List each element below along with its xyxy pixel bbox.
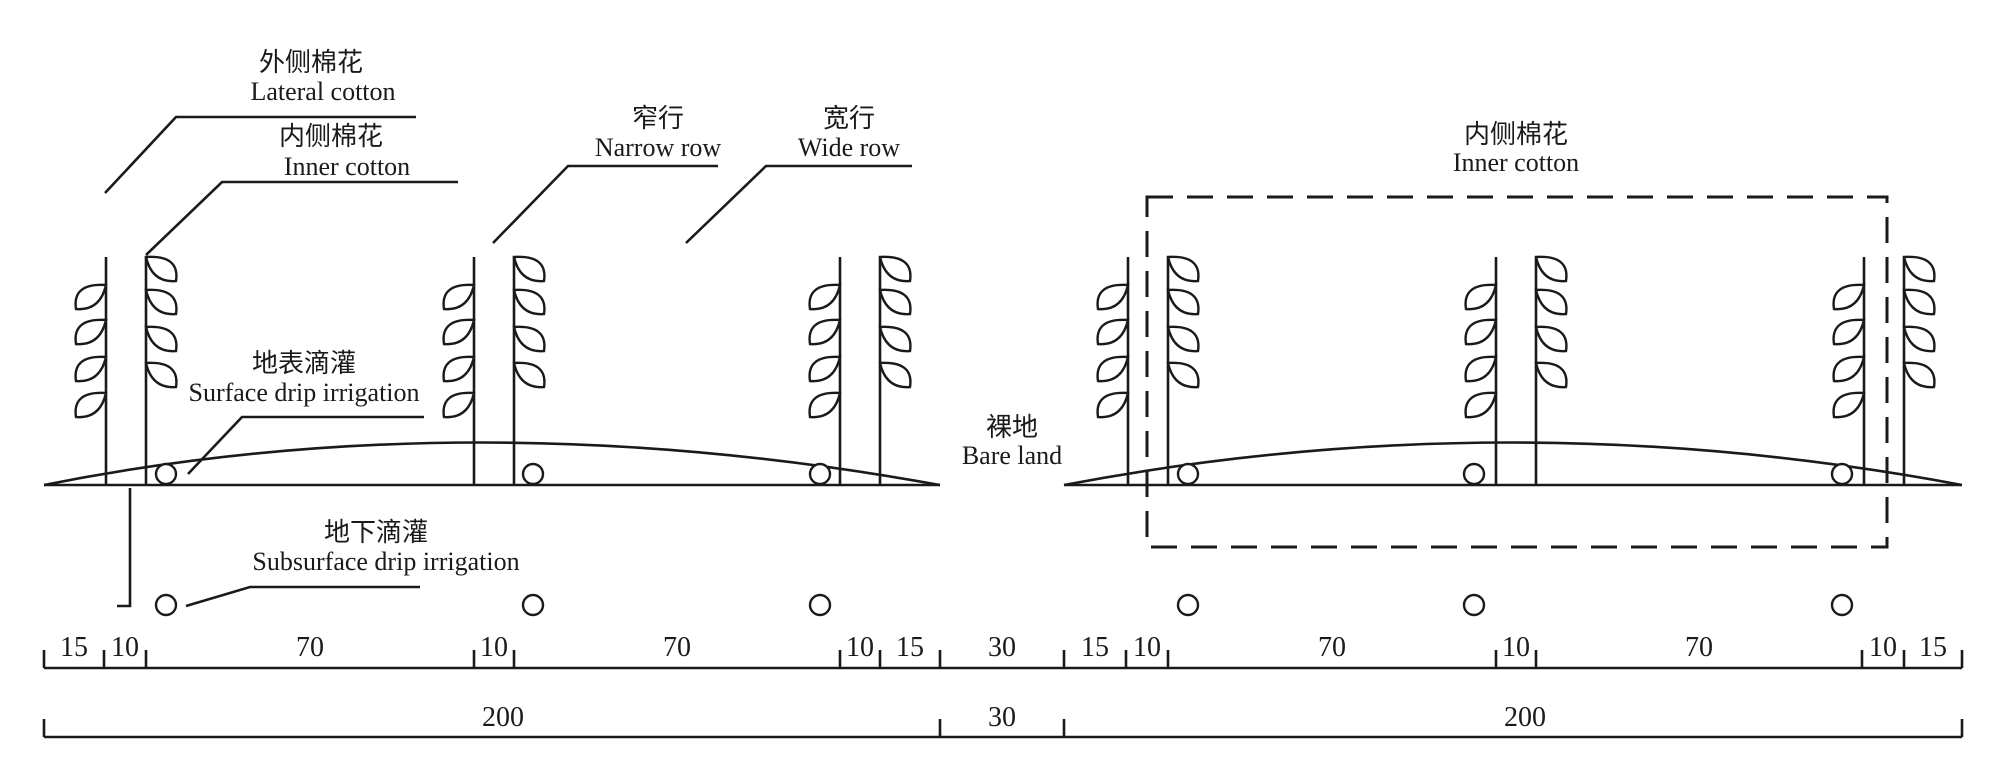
wide-row-en: Wide row bbox=[798, 133, 900, 162]
subsurface-drip-pipe bbox=[154, 593, 178, 617]
cotton-plant bbox=[76, 257, 106, 485]
dim-label: 70 bbox=[1685, 632, 1713, 663]
subsurface-drip-pipe bbox=[808, 593, 832, 617]
dimension-row-2: 200 30 200 bbox=[42, 702, 1964, 739]
dimension-row-1: 15 10 70 10 70 10 15 30 15 10 70 10 70 1… bbox=[42, 632, 1964, 670]
cotton-plant bbox=[444, 257, 474, 485]
inner-cotton-dashed-box bbox=[1145, 195, 1889, 549]
dim-label: 30 bbox=[988, 632, 1016, 663]
surface-drip-pipe bbox=[521, 462, 545, 486]
surface-drip-pipe bbox=[1830, 462, 1854, 486]
lateral-cotton-leader bbox=[104, 115, 416, 194]
narrow-row-cn: 窄行 bbox=[632, 104, 684, 133]
cotton-plant bbox=[810, 257, 840, 485]
cotton-plant bbox=[146, 257, 176, 485]
dim-label: 70 bbox=[1318, 632, 1346, 663]
wide-row-cn: 宽行 bbox=[823, 104, 875, 133]
dim-label: 70 bbox=[663, 632, 691, 663]
inner-cotton-left-cn: 内侧棉花 bbox=[279, 122, 383, 151]
subsurface-drip-pipe bbox=[1462, 593, 1486, 617]
dim-label: 10 bbox=[1869, 632, 1897, 663]
dim-label: 10 bbox=[1502, 632, 1530, 663]
cotton-plant bbox=[514, 257, 544, 485]
dim-label: 10 bbox=[480, 632, 508, 663]
dim-label: 15 bbox=[60, 632, 88, 663]
subsurface-drip-pipe bbox=[521, 593, 545, 617]
dim-label: 200 bbox=[482, 702, 524, 733]
lateral-cotton-en: Lateral cotton bbox=[250, 77, 395, 106]
cotton-plant bbox=[880, 257, 910, 485]
cotton-plant bbox=[1536, 257, 1566, 485]
cotton-plant bbox=[1834, 257, 1864, 485]
inner-cotton-left-en: Inner cotton bbox=[284, 152, 410, 181]
surface-drip-en: Surface drip irrigation bbox=[188, 378, 419, 407]
narrow-row-leader bbox=[492, 164, 718, 244]
surface-drip-pipe bbox=[1462, 462, 1486, 486]
bare-land-en: Bare land bbox=[962, 441, 1062, 470]
dim-label: 15 bbox=[1081, 632, 1109, 663]
wide-row-leader bbox=[685, 164, 912, 244]
cotton-plant bbox=[1904, 257, 1934, 485]
dim-label: 10 bbox=[846, 632, 874, 663]
dim-label: 10 bbox=[1133, 632, 1161, 663]
subsurface-drip-en: Subsurface drip irrigation bbox=[252, 547, 519, 576]
dim-label: 15 bbox=[896, 632, 924, 663]
lateral-cotton-cn: 外侧棉花 bbox=[259, 48, 363, 77]
dim-label: 200 bbox=[1504, 702, 1546, 733]
dim-label: 10 bbox=[111, 632, 139, 663]
cotton-plant bbox=[1168, 257, 1198, 485]
dim-label: 70 bbox=[296, 632, 324, 663]
ridge-arc-right bbox=[1063, 441, 1963, 487]
subsurface-drip-pipe bbox=[1830, 593, 1854, 617]
inner-cotton-left-leader bbox=[145, 180, 458, 256]
inner-cotton-right-cn: 内侧棉花 bbox=[1464, 120, 1568, 149]
subsurface-drip-cn: 地下滴灌 bbox=[324, 518, 428, 547]
subsurface-drip-leader bbox=[185, 585, 420, 608]
inner-cotton-right-en: Inner cotton bbox=[1453, 148, 1579, 177]
ridge-arc-left bbox=[43, 441, 941, 487]
surface-drip-pipe bbox=[1176, 462, 1200, 486]
cotton-plant bbox=[1466, 257, 1496, 485]
surface-drip-pipe bbox=[808, 462, 832, 486]
surface-drip-pipe bbox=[154, 462, 178, 486]
cotton-plant bbox=[1098, 257, 1128, 485]
subsurface-depth-bracket bbox=[117, 488, 132, 608]
narrow-row-en: Narrow row bbox=[595, 133, 722, 162]
subsurface-drip-pipe bbox=[1176, 593, 1200, 617]
surface-drip-leader bbox=[187, 415, 424, 475]
dim-label: 30 bbox=[988, 702, 1016, 733]
surface-drip-cn: 地表滴灌 bbox=[252, 349, 356, 378]
bare-land-cn: 裸地 bbox=[986, 413, 1038, 442]
dim-label: 15 bbox=[1919, 632, 1947, 663]
